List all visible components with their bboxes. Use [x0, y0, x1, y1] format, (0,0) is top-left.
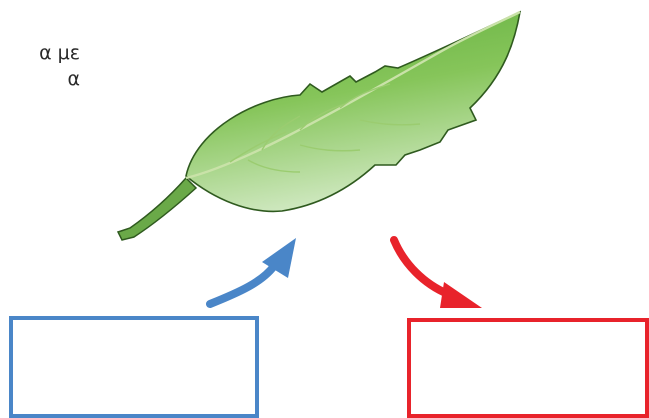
leaf-illustration: [118, 12, 520, 240]
leaf-stem: [118, 178, 196, 240]
input-arrow: [210, 238, 296, 304]
leaf-blade: [186, 12, 520, 211]
output-arrow: [394, 240, 482, 308]
output-answer-box[interactable]: [409, 320, 647, 416]
input-answer-box[interactable]: [11, 318, 257, 416]
